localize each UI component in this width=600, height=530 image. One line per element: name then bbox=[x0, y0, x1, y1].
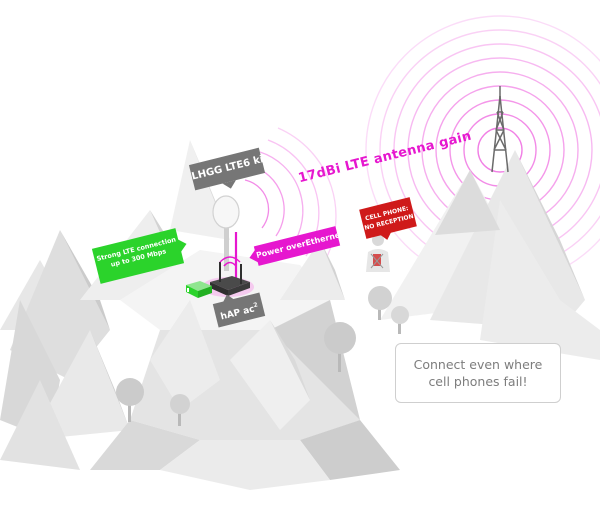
plateau bbox=[90, 240, 400, 490]
background-mountains bbox=[380, 150, 600, 360]
lte-modem-icon bbox=[186, 281, 212, 298]
callout-line-2: cell phones fail! bbox=[428, 374, 528, 389]
tree-icon bbox=[116, 286, 409, 426]
callout-box: Connect even where cell phones fail! bbox=[395, 343, 561, 403]
router-icon bbox=[202, 256, 254, 297]
lte-antenna-icon bbox=[212, 195, 240, 288]
callout-line-1: Connect even where bbox=[413, 357, 543, 372]
cell-tower-icon bbox=[491, 86, 509, 173]
router-superscript: 2 bbox=[252, 301, 259, 310]
